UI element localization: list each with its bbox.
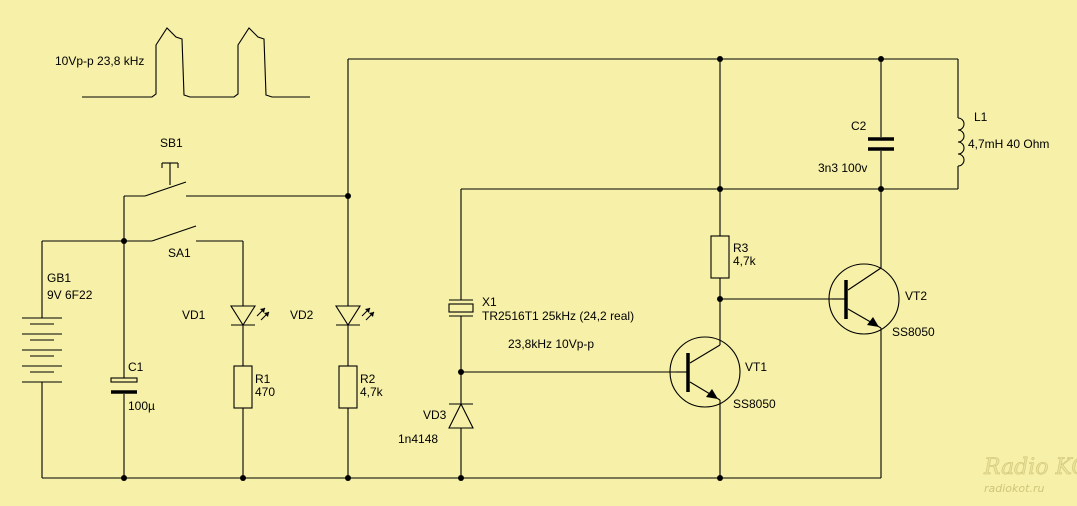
watermark-logo: Radio KOT [983,455,1077,480]
c2-value: 3n3 100v [818,161,867,175]
c1-plate-plus [110,377,138,383]
c1-ref: C1 [128,360,144,374]
junction-dot [717,56,723,62]
c1-value: 100µ [128,399,155,413]
r2-body [338,365,358,409]
r3-body [710,235,730,279]
vt1-body [669,336,741,408]
sa1-ref: SA1 [168,246,191,260]
junction-dot [458,369,464,375]
transistor-vt2: VT2 SS8050 [828,263,935,339]
r3-value: 4,7k [733,254,757,268]
led-vd2: VD2 [290,305,375,327]
x1-body [448,303,474,313]
vt1-collector [689,344,721,364]
vd2-ray-head [369,312,374,317]
sb1-contact [144,181,187,197]
sa1-contact [151,225,197,242]
switch-sb1: SB1 [144,136,187,197]
junction-dot [345,193,351,199]
r1-value: 470 [255,385,275,399]
vt2-body [828,263,900,335]
junction-dot [458,475,464,481]
junctions [121,56,884,481]
junction-dot [717,475,723,481]
vt1-emitter-arrow [706,389,718,399]
junction-dot [717,296,723,302]
vt2-collector [847,267,882,291]
vt1-value: SS8050 [733,397,776,411]
sb1-ref: SB1 [160,136,183,150]
l1-coil [957,117,965,167]
crystal-x1: X1 TR2516T1 25kHz (24,2 real) 23,8kHz 10… [448,295,634,351]
radiokot-watermark-logo: Radio KOT radiokot.ru [983,455,1077,495]
capacitor-c1: C1 100µ [110,360,155,413]
vd3-ref: VD3 [423,408,447,422]
waveform-sketch: 10Vp-p 23,8 kHz [55,27,310,98]
watermark-url: radiokot.ru [984,482,1044,495]
c2-ref: C2 [851,119,867,133]
r3-ref: R3 [733,241,749,255]
junction-dot [717,186,723,192]
junction-dot [121,475,127,481]
r1-body [233,365,253,409]
resistor-r3: R3 4,7k [710,235,757,279]
vd1-triangle [230,305,256,327]
junction-dot [878,56,884,62]
led-vd1: VD1 [182,305,270,327]
vd1-ray-head [264,312,269,317]
junction-dot [878,186,884,192]
vd2-triangle [335,305,361,327]
resistor-r1: R1 470 [233,365,275,409]
inductor-l1: L1 4,7mH 40 Ohm [957,110,1049,167]
r2-value: 4,7k [360,385,384,399]
waveform-trace [82,27,310,98]
junction-dot [121,238,127,244]
r1-ref: R1 [255,372,271,386]
vd3-value: 1n4148 [398,432,438,446]
junction-dot [240,475,246,481]
vd2-ref: VD2 [290,308,314,322]
vt2-ref: VT2 [905,289,927,303]
vd3-triangle [448,402,474,429]
x1-note: 23,8kHz 10Vp-p [508,337,594,351]
diode-vd3: VD3 1n4148 [398,402,474,446]
transistor-vt1: VT1 SS8050 [669,336,776,411]
resistor-r2: R2 4,7k [338,365,384,409]
gb1-ref: GB1 [47,271,71,285]
x1-ref: X1 [482,295,497,309]
wires [41,58,959,479]
waveform-label: 10Vp-p 23,8 kHz [55,54,144,68]
vt2-emitter-arrow [867,317,879,327]
junction-dot [345,475,351,481]
x1-value: TR2516T1 25kHz (24,2 real) [482,309,634,323]
vd2-ray-head [365,308,370,313]
switch-sa1: SA1 [151,225,197,260]
battery-gb1: GB1 9V 6F22 [22,271,93,383]
vt1-ref: VT1 [745,360,767,374]
r2-ref: R2 [360,372,376,386]
gb1-value: 9V 6F22 [47,288,93,302]
vd1-ray-head [260,308,265,313]
l1-value: 4,7mH 40 Ohm [968,137,1049,151]
l1-ref: L1 [974,110,988,124]
vd1-ref: VD1 [182,308,206,322]
vt2-value: SS8050 [892,325,935,339]
capacitor-c2: C2 3n3 100v [818,119,894,175]
